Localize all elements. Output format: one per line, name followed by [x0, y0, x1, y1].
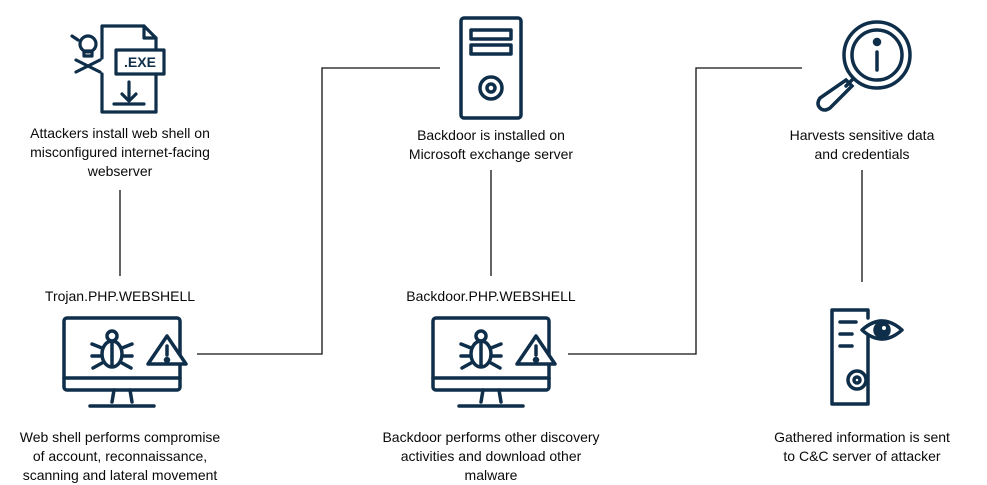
step2-description: Backdoor is installed on Microsoft excha…: [408, 127, 574, 162]
connector-monitor2-to-magnifier: [568, 67, 802, 355]
magnifier-info-icon: [816, 20, 912, 112]
monitor-bug-warning-icon: [431, 316, 557, 408]
server-eye-icon: [830, 308, 904, 406]
connector-monitor1-to-server: [197, 67, 440, 355]
malware-tag-backdoor: Backdoor.PHP.WEBSHELL: [406, 288, 576, 304]
exe-file-skull-icon: .EXE: [70, 24, 166, 114]
step4-description: Web shell performs compromise of account…: [19, 429, 221, 483]
step5-description: Backdoor performs other discovery activi…: [382, 429, 600, 483]
step6-description: Gathered information is sent to C&C serv…: [774, 429, 950, 464]
connectors: [119, 67, 863, 355]
malware-tag-trojan: Trojan.PHP.WEBSHELL: [44, 288, 196, 304]
monitor-bug-warning-icon: [62, 316, 188, 408]
server-tower-icon: [459, 16, 523, 120]
step3-description: Harvests sensitive data and credentials: [789, 127, 935, 162]
svg-text:.EXE: .EXE: [124, 54, 156, 70]
step1-description: Attackers install web shell on misconfig…: [30, 125, 210, 179]
